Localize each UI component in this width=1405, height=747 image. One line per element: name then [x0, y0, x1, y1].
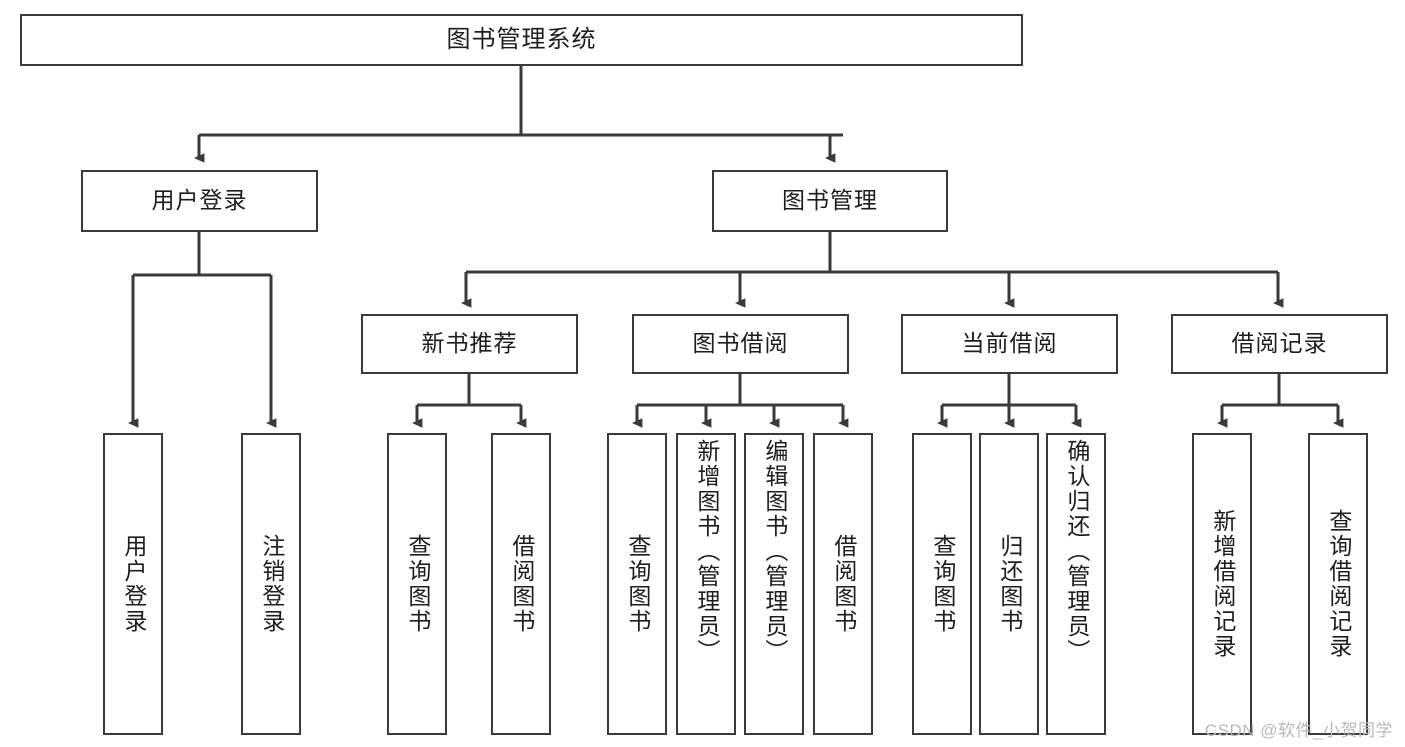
leaf-query-book-3[interactable]: 查询图书 — [912, 433, 972, 735]
node-user-login[interactable]: 用户登录 — [81, 170, 318, 232]
leaf-user-login-label: 用户登录 — [120, 534, 147, 634]
leaf-confirm-return[interactable]: 确认归还（管理员） — [1046, 433, 1106, 735]
leaf-add-book-label: 新增图书（管理员） — [693, 439, 720, 664]
leaf-borrow-book-2[interactable]: 借阅图书 — [813, 433, 873, 735]
leaf-query-book-1[interactable]: 查询图书 — [387, 433, 447, 735]
node-borrow-record-label: 借阅记录 — [1231, 330, 1328, 357]
leaf-add-borrow-record[interactable]: 新增借阅记录 — [1192, 433, 1252, 735]
leaf-borrow-book-1-label: 借阅图书 — [508, 534, 535, 634]
leaf-add-book[interactable]: 新增图书（管理员） — [676, 433, 736, 735]
node-root[interactable]: 图书管理系统 — [20, 14, 1023, 66]
leaf-user-login[interactable]: 用户登录 — [103, 433, 163, 735]
watermark: CSDN @软件_小贺同学 — [1204, 721, 1393, 740]
node-book-manage-label: 图书管理 — [782, 187, 878, 214]
leaf-query-book-3-label: 查询图书 — [929, 534, 956, 634]
node-new-book-recommend[interactable]: 新书推荐 — [361, 314, 578, 374]
leaf-edit-book[interactable]: 编辑图书（管理员） — [744, 433, 804, 735]
node-root-label: 图书管理系统 — [446, 25, 597, 53]
leaf-query-borrow-record-label: 查询借阅记录 — [1325, 509, 1352, 659]
leaf-query-book-1-label: 查询图书 — [404, 534, 431, 634]
leaf-logout-login[interactable]: 注销登录 — [241, 433, 301, 735]
leaf-query-book-2-label: 查询图书 — [624, 534, 651, 634]
node-book-borrow-label: 图书借阅 — [692, 330, 789, 357]
leaf-confirm-return-label: 确认归还（管理员） — [1063, 439, 1090, 664]
leaf-edit-book-label: 编辑图书（管理员） — [761, 439, 788, 664]
leaf-return-book-label: 归还图书 — [996, 534, 1023, 634]
node-new-book-recommend-label: 新书推荐 — [421, 330, 518, 357]
node-user-login-label: 用户登录 — [151, 187, 248, 214]
leaf-query-book-2[interactable]: 查询图书 — [607, 433, 667, 735]
leaf-borrow-book-1[interactable]: 借阅图书 — [491, 433, 551, 735]
node-borrow-record[interactable]: 借阅记录 — [1171, 314, 1388, 374]
leaf-logout-login-label: 注销登录 — [258, 534, 285, 634]
leaf-query-borrow-record[interactable]: 查询借阅记录 — [1308, 433, 1368, 735]
leaf-return-book[interactable]: 归还图书 — [979, 433, 1039, 735]
node-current-borrow[interactable]: 当前借阅 — [901, 314, 1118, 374]
node-book-borrow[interactable]: 图书借阅 — [632, 314, 849, 374]
leaf-borrow-book-2-label: 借阅图书 — [830, 534, 857, 634]
node-current-borrow-label: 当前借阅 — [961, 330, 1058, 357]
node-book-manage[interactable]: 图书管理 — [712, 170, 948, 232]
leaf-add-borrow-record-label: 新增借阅记录 — [1209, 509, 1236, 659]
